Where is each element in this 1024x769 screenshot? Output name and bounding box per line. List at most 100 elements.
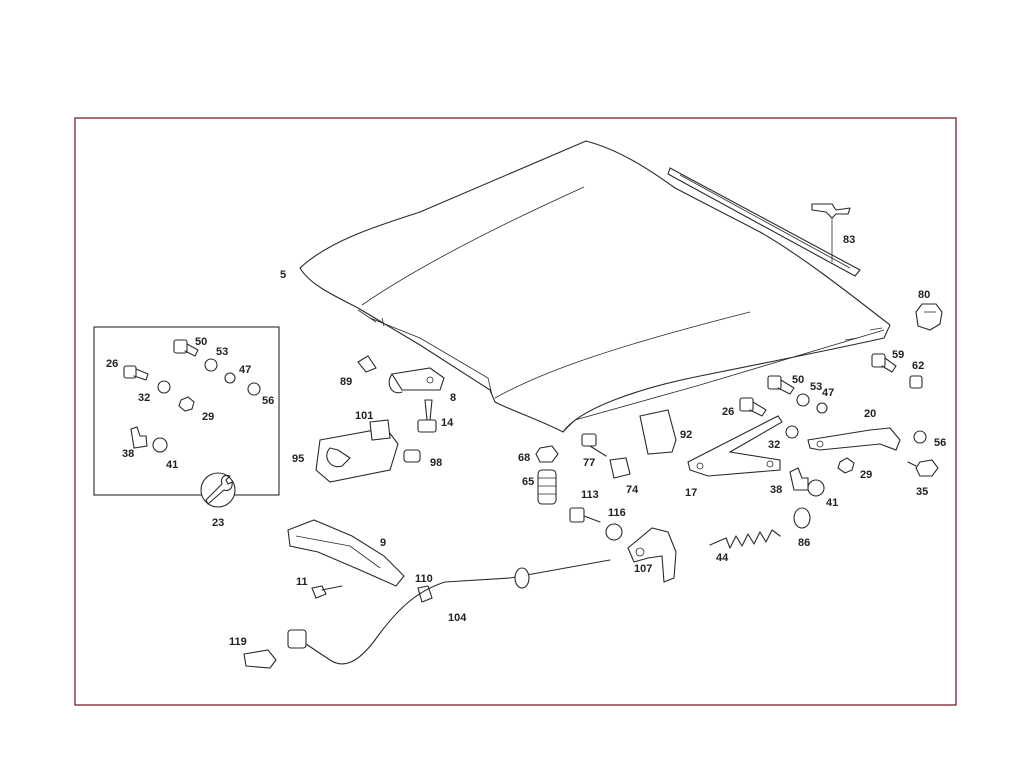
callout-95: 95 [292, 453, 304, 465]
callout-17: 17 [685, 487, 697, 499]
hinge-20 [807, 427, 901, 451]
callout-26-inset: 26 [106, 358, 118, 370]
callout-59: 59 [892, 349, 904, 361]
callout-62: 62 [912, 360, 924, 372]
spring-44 [709, 529, 781, 549]
inset-washer-32 [157, 380, 171, 394]
callout-11: 11 [296, 576, 308, 588]
latch-107 [627, 527, 677, 583]
inset-clip-38 [130, 426, 148, 449]
clip-38 [789, 467, 809, 491]
screw-11 [311, 585, 343, 599]
callout-20: 20 [864, 408, 876, 420]
wrench-icon [205, 474, 233, 505]
clip-110 [417, 585, 433, 603]
inset-washer-56 [247, 382, 261, 396]
callout-5: 5 [280, 269, 286, 281]
hinge-17 [687, 415, 783, 477]
inset-nut-47 [224, 372, 236, 384]
nut-68 [535, 445, 559, 463]
washer-41 [807, 479, 825, 497]
callout-50: 50 [792, 374, 804, 386]
washer-32 [785, 425, 799, 439]
rod-9 [287, 519, 405, 587]
hood-panel [299, 140, 891, 433]
callout-14: 14 [441, 417, 454, 429]
pin-98 [403, 449, 421, 463]
washer-56 [913, 430, 927, 444]
bolt-59 [871, 353, 897, 373]
bracket-8 [388, 367, 445, 394]
callout-119: 119 [229, 636, 247, 648]
callout-29: 29 [860, 469, 872, 481]
callout-89: 89 [340, 376, 352, 388]
callout-104: 104 [448, 612, 467, 624]
callout-68: 68 [518, 452, 530, 464]
callout-47: 47 [822, 387, 834, 399]
inset-bolt-50 [173, 339, 199, 357]
callout-113: 113 [581, 489, 599, 501]
callout-32: 32 [768, 439, 780, 451]
callout-98: 98 [430, 457, 442, 469]
callout-107: 107 [634, 563, 652, 575]
inset-nut-29 [178, 396, 195, 412]
bumper-86 [793, 507, 811, 529]
callout-80: 80 [918, 289, 930, 301]
callout-53: 53 [810, 381, 822, 393]
callout-116: 116 [608, 507, 626, 519]
callout-23: 23 [212, 517, 224, 529]
spacer-65 [537, 469, 557, 505]
washer-53 [796, 393, 810, 407]
nut-62 [909, 375, 923, 389]
callout-9: 9 [380, 537, 386, 549]
callout-86: 86 [798, 537, 810, 549]
tool-23 [200, 472, 236, 508]
seal-strip [667, 167, 861, 277]
callout-38-inset: 38 [122, 448, 134, 460]
inset-box [93, 326, 280, 496]
callout-74: 74 [626, 484, 639, 496]
cover-92 [639, 409, 677, 455]
inset-washer-41 [152, 437, 168, 453]
callout-44: 44 [716, 552, 729, 564]
screw-113 [569, 507, 601, 523]
callout-41-inset: 41 [166, 459, 178, 471]
callout-56: 56 [934, 437, 946, 449]
callout-110: 110 [415, 573, 433, 585]
bolt-35 [907, 459, 939, 477]
callout-35: 35 [916, 486, 928, 498]
clip-74 [609, 457, 631, 479]
cable-104 [287, 559, 611, 665]
callout-29-inset: 29 [202, 411, 214, 423]
clip-101 [369, 419, 391, 441]
bolt-50 [767, 375, 795, 395]
callout-8: 8 [450, 392, 456, 404]
callout-labels: 5 83 80 26 50 53 47 32 29 56 38 41 23 89… [106, 234, 946, 648]
inset-washer-53 [204, 358, 218, 372]
bolt-26 [739, 397, 767, 417]
callout-101: 101 [355, 410, 373, 422]
callout-32-inset: 32 [138, 392, 150, 404]
handle-119 [243, 649, 277, 669]
callout-50-inset: 50 [195, 336, 207, 348]
callout-92: 92 [680, 429, 692, 441]
screw-14 [417, 399, 437, 433]
callout-38: 38 [770, 484, 782, 496]
callout-65: 65 [522, 476, 534, 488]
callout-56-inset: 56 [262, 395, 274, 407]
clip-89 [357, 355, 377, 373]
callout-77: 77 [583, 457, 595, 469]
washer-116 [605, 523, 623, 541]
cap-80 [915, 303, 943, 331]
callout-41: 41 [826, 497, 838, 509]
clip-83 [811, 203, 851, 262]
callout-83: 83 [843, 234, 855, 246]
nut-29 [837, 457, 855, 474]
callout-26: 26 [722, 406, 734, 418]
diagram-frame [74, 117, 957, 706]
nut-47 [816, 402, 828, 414]
screw-77 [581, 433, 607, 457]
inset-bolt-26 [123, 365, 149, 381]
callout-53-inset: 53 [216, 346, 228, 358]
